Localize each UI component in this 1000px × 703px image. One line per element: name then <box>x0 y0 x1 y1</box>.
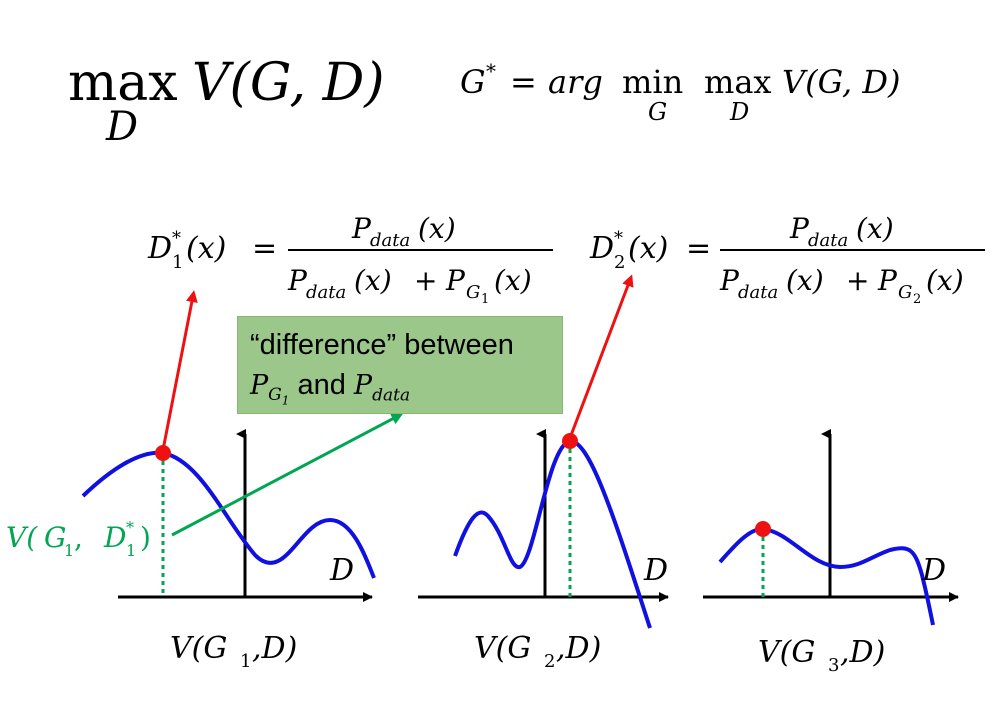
min-operator: min <box>622 63 683 101</box>
d2-den-pg: P <box>877 264 898 297</box>
d2-optimal-formula: D * 2 (x) = P data (x) P data (x) + P G … <box>589 212 985 307</box>
callout-p-symbol: P <box>250 370 269 401</box>
side-label-d-sub: 1 <box>126 541 136 560</box>
plot-2-axis-label: D <box>643 553 668 588</box>
d1-den-g-arg: (x) <box>494 264 532 297</box>
max-subscript-2: D <box>729 98 749 126</box>
value-function-2: V(G, D) <box>782 63 901 101</box>
callout-and: and <box>297 369 346 401</box>
difference-callout: “difference” between PG1 and Pdata <box>237 316 563 414</box>
top-left-formula: max D V(G, D) <box>68 53 385 150</box>
callout-data-sub: data <box>372 385 411 406</box>
max-operator: max <box>68 53 178 113</box>
side-label-close: ) <box>140 521 151 554</box>
d1-equals: = <box>252 231 277 266</box>
callout-g-sub: G1 <box>268 385 290 408</box>
d1-sub: 1 <box>172 252 183 273</box>
d2-numerator-p: P <box>789 212 810 245</box>
plot-3-caption-sub: 3 <box>828 655 839 676</box>
d2-den-arg: (x) <box>786 264 824 297</box>
callout-p2-symbol: P <box>353 370 373 401</box>
plot-1: D V(G 1 ,D) <box>81 429 376 672</box>
d1-symbol: D <box>147 231 172 266</box>
d2-symbol: D <box>589 231 614 266</box>
plot-3-curve <box>718 527 935 626</box>
d2-numerator-sub: data <box>808 230 848 251</box>
side-label-g-sub: 1 <box>64 541 74 560</box>
callout-line-1: “difference” between <box>250 329 514 361</box>
d2-sub: 2 <box>614 252 625 273</box>
plot-2: D V(G 2 ,D) <box>418 429 669 672</box>
side-label-comma: , <box>74 521 83 554</box>
d1-den-pg: P <box>445 264 466 297</box>
plot-3-max-point <box>755 521 771 537</box>
plot-3-axis-label: D <box>921 553 946 588</box>
top-right-formula: G * = arg min G max D V(G, D) <box>460 59 901 126</box>
d1-numerator-sub: data <box>370 230 410 251</box>
d2-plus: + <box>846 264 869 297</box>
plot-1-caption-sub: 1 <box>240 651 251 672</box>
d1-numerator-arg: (x) <box>418 212 456 245</box>
d1-den-arg: (x) <box>354 264 392 297</box>
side-label-g: G <box>44 521 66 554</box>
plot-2-curve <box>453 438 652 629</box>
d1-numerator-p: P <box>351 212 372 245</box>
d1-den-g: G <box>466 282 480 303</box>
plot-2-max-point <box>562 433 578 449</box>
d1-den-sub: data <box>306 282 346 303</box>
d2-arg: (x) <box>628 231 668 266</box>
plot-2-caption-open: V(G <box>474 631 531 666</box>
green-arrow-to-callout <box>171 413 404 537</box>
plot-1-max-point <box>155 445 171 461</box>
arg-text: arg <box>548 63 603 101</box>
d1-arg: (x) <box>186 231 226 266</box>
max-subscript: D <box>105 104 138 150</box>
plot-1-curve <box>81 450 376 579</box>
side-label-d-sup: * <box>126 518 134 537</box>
callout-g-index: 1 <box>281 393 290 408</box>
d2-numerator-arg: (x) <box>856 212 894 245</box>
d2-den-g-sub: 2 <box>913 292 921 307</box>
plot-2-caption-sub: 2 <box>544 651 555 672</box>
g-star-sup: * <box>486 59 496 83</box>
red-arrow-to-d2 <box>568 274 634 439</box>
d1-optimal-formula: D * 1 (x) = P data (x) P data (x) + P G … <box>147 212 553 307</box>
callout-g-symbol: G <box>268 385 282 406</box>
plot-3-caption-open: V(G <box>758 635 815 670</box>
callout-line-2: PG1 and Pdata <box>250 365 550 421</box>
g-star-symbol: G <box>460 63 486 101</box>
d2-den-g-arg: (x) <box>926 264 964 297</box>
d1-den-p: P <box>287 264 308 297</box>
plot-1-axis-label: D <box>329 553 354 588</box>
plot-3-caption-close: ,D) <box>840 635 885 670</box>
d2-sup: * <box>614 228 623 249</box>
callout-p-data: Pdata <box>353 370 410 405</box>
plot-2-caption-close: ,D) <box>556 631 601 666</box>
plot-1-caption-open: V(G <box>170 631 227 666</box>
d1-sup: * <box>172 228 181 249</box>
side-label-open: V( <box>6 521 38 554</box>
plot-1-caption-close: ,D) <box>252 631 297 666</box>
min-subscript: G <box>648 98 667 126</box>
plot-3: D V(G 3 ,D) <box>703 429 959 676</box>
side-label: V( G 1 , D * 1 ) <box>6 518 151 560</box>
d1-plus: + <box>414 264 437 297</box>
equals-sign: = <box>510 63 537 101</box>
d2-den-g: G <box>898 282 912 303</box>
max-operator-2: max <box>704 63 771 101</box>
side-label-d: D <box>103 521 126 554</box>
d2-den-sub: data <box>738 282 778 303</box>
d1-den-g-sub: 1 <box>481 292 489 307</box>
d2-den-p: P <box>719 264 740 297</box>
d2-equals: = <box>686 231 711 266</box>
red-arrow-to-d1 <box>161 290 198 451</box>
callout-p-g: PG1 <box>250 370 289 408</box>
value-function: V(G, D) <box>192 53 385 113</box>
